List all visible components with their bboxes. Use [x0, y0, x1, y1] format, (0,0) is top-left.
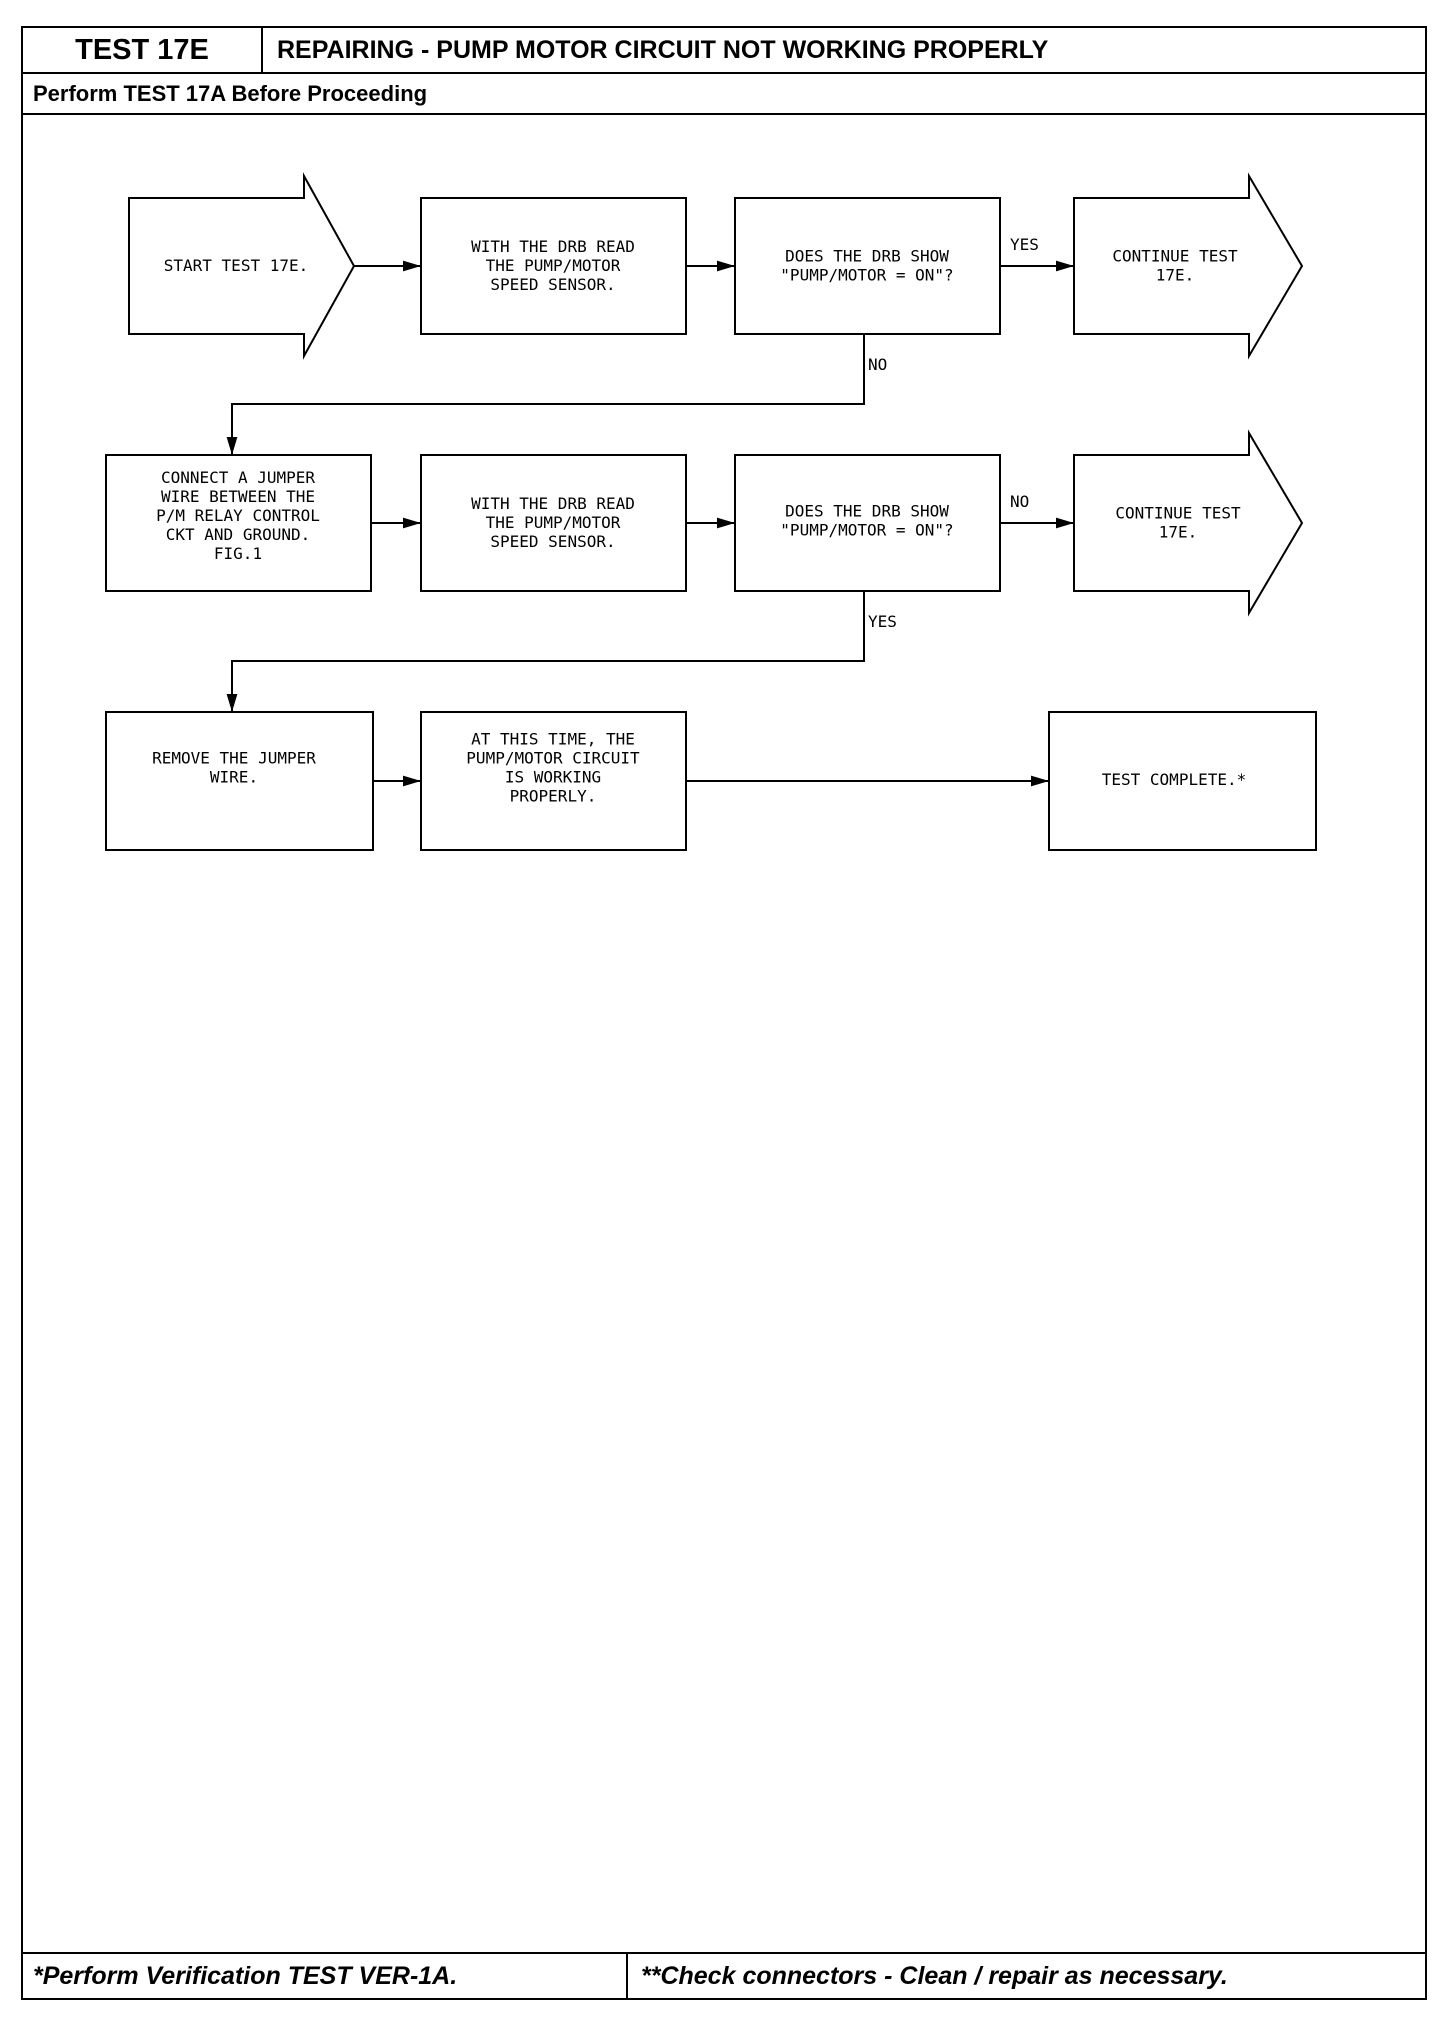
label-line: FIG.1: [214, 544, 262, 563]
label-line: "PUMP/MOTOR = ON"?: [780, 266, 953, 285]
prerequisite-note: Perform TEST 17A Before Proceeding: [23, 74, 1425, 115]
label-line: SPEED SENSOR.: [490, 532, 615, 551]
connector-q2-yes: [226, 591, 865, 712]
label-line: P/M RELAY CONTROL: [156, 506, 320, 525]
q1-no-label: NO: [868, 355, 887, 374]
start-arrow-shape: [128, 172, 356, 360]
label-line: THE PUMP/MOTOR: [486, 513, 621, 532]
start-label: START TEST 17E.: [164, 256, 309, 275]
test-complete-label: TEST COMPLETE.*: [1102, 770, 1247, 789]
label-line: DOES THE DRB SHOW: [785, 247, 949, 266]
continue-arrow-shape-1: [1073, 172, 1304, 360]
decision-label-2: DOES THE DRB SHOW"PUMP/MOTOR = ON"?: [780, 502, 953, 540]
label-line: CKT AND GROUND.: [166, 525, 311, 544]
label-line: REMOVE THE JUMPER: [152, 749, 316, 768]
label-line: START TEST 17E.: [164, 256, 309, 275]
header-row: TEST 17E REPAIRING - PUMP MOTOR CIRCUIT …: [23, 28, 1425, 74]
continue-arrow-shape-2: [1073, 429, 1304, 617]
q2-yes-label: YES: [868, 612, 897, 631]
label-line: CONTINUE TEST: [1115, 504, 1241, 523]
label-line: THE PUMP/MOTOR: [486, 256, 621, 275]
label-line: PROPERLY.: [510, 787, 597, 806]
label-line: WITH THE DRB READ: [471, 237, 635, 256]
footer-row: *Perform Verification TEST VER-1A. **Che…: [23, 1952, 1425, 1998]
label-line: TEST COMPLETE.*: [1102, 770, 1247, 789]
label-line: "PUMP/MOTOR = ON"?: [780, 521, 953, 540]
q1-yes-label: YES: [1010, 235, 1039, 254]
label-line: 17E.: [1156, 266, 1195, 285]
test-id: TEST 17E: [23, 28, 263, 72]
label-line: DOES THE DRB SHOW: [785, 502, 949, 521]
label-line: WITH THE DRB READ: [471, 494, 635, 513]
label-line: SPEED SENSOR.: [490, 275, 615, 294]
label-line: CONTINUE TEST: [1112, 247, 1238, 266]
test-title: REPAIRING - PUMP MOTOR CIRCUIT NOT WORKI…: [277, 35, 1049, 64]
label-line: PUMP/MOTOR CIRCUIT: [466, 749, 640, 768]
label-line: WIRE BETWEEN THE: [161, 487, 315, 506]
decision-label-1: DOES THE DRB SHOW"PUMP/MOTOR = ON"?: [780, 247, 953, 285]
label-line: AT THIS TIME, THE: [471, 730, 635, 749]
footer-connector-note: **Check connectors - Clean / repair as n…: [641, 1961, 1228, 1990]
page-frame: TEST 17E REPAIRING - PUMP MOTOR CIRCUIT …: [21, 26, 1427, 2000]
q2-no-label: NO: [1010, 492, 1029, 511]
label-line: WIRE.: [210, 768, 258, 787]
connector-q1-no: [226, 334, 865, 455]
label-line: 17E.: [1159, 523, 1198, 542]
footer-verification-note: *Perform Verification TEST VER-1A.: [23, 1954, 628, 1998]
label-line: IS WORKING: [505, 768, 601, 787]
label-line: CONNECT A JUMPER: [161, 468, 315, 487]
